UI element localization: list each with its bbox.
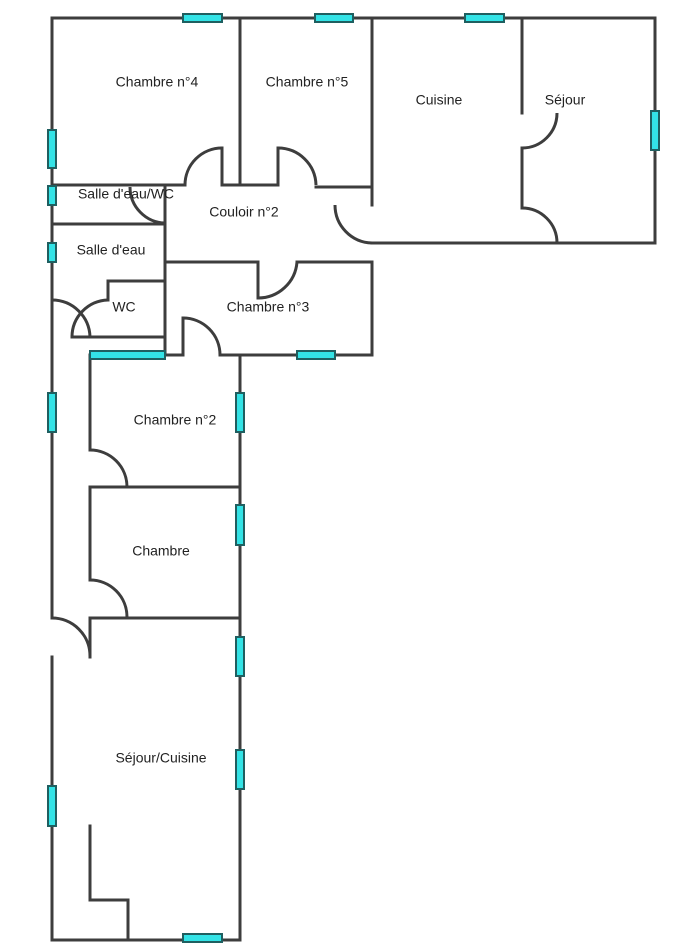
window [235, 749, 245, 790]
door-cuisine-couloir[interactable] [333, 204, 373, 245]
label-salle-eau-wc: Salle d'eau/WC [78, 186, 174, 202]
label-couloir2: Couloir n°2 [209, 204, 279, 220]
door-sejour-bottom[interactable] [521, 206, 559, 244]
window [47, 242, 57, 263]
label-chambre5: Chambre n°5 [266, 74, 349, 90]
door-chambre4[interactable] [183, 146, 223, 186]
window [182, 13, 223, 23]
door-chambre[interactable] [89, 578, 129, 618]
label-salle-eau: Salle d'eau [77, 242, 146, 258]
label-sejour-cuisine: Séjour/Cuisine [115, 750, 206, 766]
window [89, 350, 166, 360]
door-wc[interactable] [70, 298, 109, 338]
door-chambre2[interactable] [89, 448, 129, 488]
label-chambre4: Chambre n°4 [116, 74, 199, 90]
window [235, 504, 245, 546]
window [235, 392, 245, 433]
walls [50, 16, 657, 942]
window [464, 13, 505, 23]
doors [51, 112, 559, 657]
door-sejour-cuisine[interactable] [51, 616, 92, 657]
door-chambre3-couloir[interactable] [257, 261, 299, 300]
label-sejour: Séjour [545, 92, 586, 108]
door-chambre3[interactable] [182, 316, 222, 356]
window [235, 636, 245, 677]
label-wc: WC [112, 299, 135, 315]
window [47, 185, 57, 206]
door-chambre5[interactable] [277, 146, 318, 186]
window [47, 392, 57, 433]
door-sejour-cuisine-top[interactable] [521, 112, 559, 150]
room-labels: Chambre n°4 Chambre n°5 Cuisine Séjour S… [77, 74, 586, 766]
label-chambre: Chambre [132, 543, 190, 559]
label-cuisine: Cuisine [416, 92, 463, 108]
windows [47, 13, 660, 943]
window [650, 110, 660, 151]
window [47, 129, 57, 169]
window [182, 933, 223, 943]
door-corridor[interactable] [51, 298, 92, 338]
window [47, 785, 57, 827]
window [296, 350, 336, 360]
window [314, 13, 354, 23]
door-salle-eau-wc[interactable] [128, 186, 166, 225]
label-chambre2: Chambre n°2 [134, 412, 217, 428]
label-chambre3: Chambre n°3 [227, 299, 310, 315]
